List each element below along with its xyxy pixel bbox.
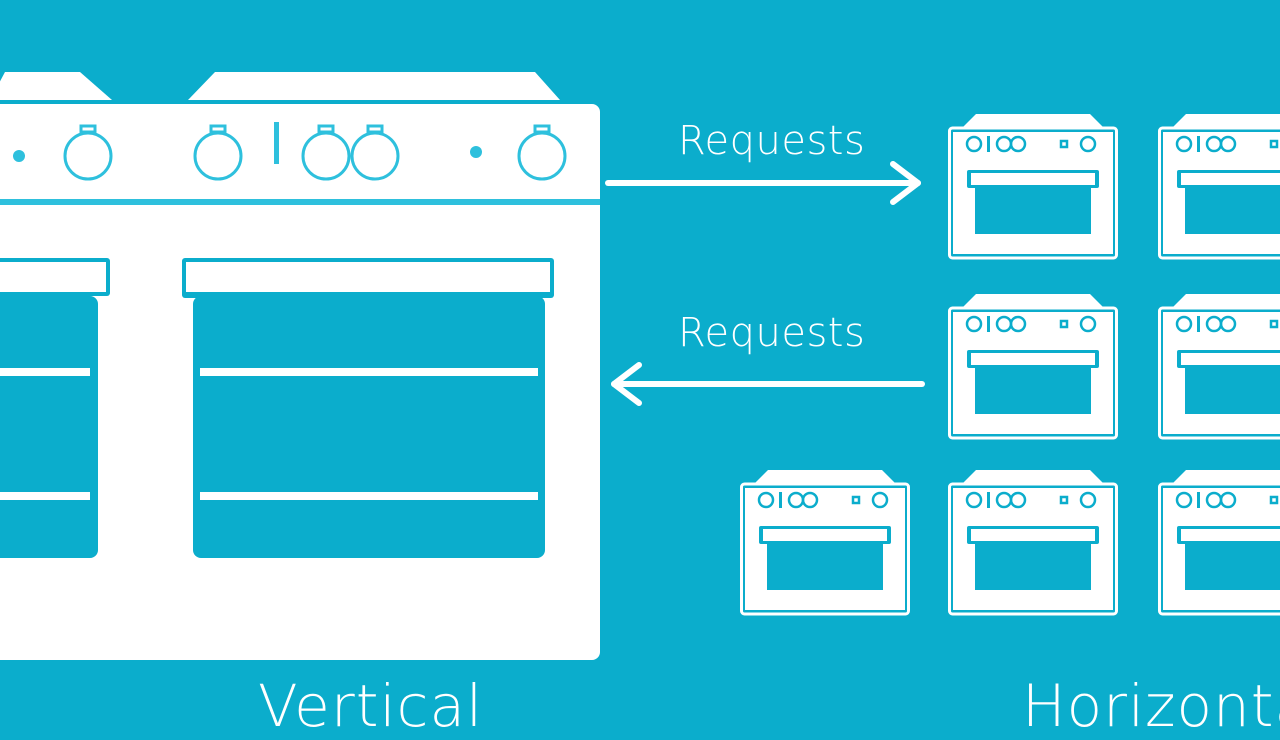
- large-double-oven-icon: [0, 72, 600, 660]
- small-oven-icon: [1160, 470, 1280, 614]
- request-arrow-right: [608, 164, 918, 202]
- small-oven-icon: [1160, 114, 1280, 258]
- small-oven-icon: [950, 294, 1117, 438]
- small-oven-icon: [742, 470, 909, 614]
- small-oven-icon: [950, 114, 1117, 258]
- scaling-diagram: [0, 0, 1280, 720]
- small-oven-grid: [742, 114, 1280, 614]
- request-arrow-left: [614, 365, 922, 403]
- requests-label-top: Requests: [678, 118, 865, 164]
- small-oven-icon: [950, 470, 1117, 614]
- horizontal-caption: Horizontal: [1022, 672, 1280, 740]
- small-oven-icon: [1160, 294, 1280, 438]
- requests-label-bottom: Requests: [678, 310, 865, 356]
- vertical-caption: Vertical: [258, 672, 483, 740]
